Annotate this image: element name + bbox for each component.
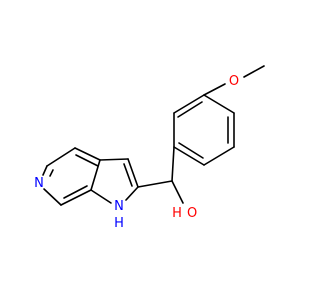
bond-carbinol-pyrrole [137, 180, 173, 188]
bond-pyrrole-n1-c2 [125, 186, 139, 201]
bond-benzene-6 [203, 94, 235, 114]
bond-pyridine-c5-n6 [42, 165, 48, 176]
atom-pyridine-nitrogen: N [34, 176, 44, 191]
bond-pyridine-c3a-c4 [74, 147, 101, 161]
atom-pyrrole-nitrogen: N [114, 199, 124, 214]
molecule-structure: O N N H O H [34, 65, 265, 231]
bond-benzene-3 [173, 146, 205, 166]
bond-benzene-1-inner [177, 101, 203, 118]
bond-methyl-o [243, 65, 265, 78]
bond-benzene-4 [203, 146, 235, 166]
atom-pyrrole-hydrogen: H [114, 216, 124, 231]
bonds [42, 65, 265, 206]
bond-aryl-carbinol [171, 146, 175, 182]
bond-pyridine-c7-c7a [60, 189, 92, 206]
bond-benzene-1 [173, 94, 205, 114]
bond-benzene-3-inner [178, 142, 204, 159]
atom-hydroxyl-hydrogen: H [172, 206, 182, 221]
bond-pyridine-c4-c5 [46, 147, 76, 167]
bond-pyrrole-c3a-c7a [90, 159, 101, 191]
bond-pyrrole-c2-c3 [127, 158, 139, 188]
bond-pyridine-c5-n6-inner [49, 169, 54, 177]
bond-pyridine-n6-c7 [43, 188, 62, 206]
atom-hydroxyl-oxygen: O [187, 206, 197, 221]
bond-pyridine-c3a-c4-inner [75, 154, 99, 167]
bond-pyrrole-c7a-n1 [90, 189, 112, 204]
bond-o-aryl [203, 83, 226, 96]
bond-pyrrole-c2-c3-inner [123, 163, 133, 187]
bond-pyrrole-c3-c3a [99, 158, 129, 161]
atom-labels: O N N H O H [34, 74, 239, 231]
bond-pyridine-c7-c7a-inner [63, 185, 88, 199]
atom-methoxy-oxygen: O [229, 74, 239, 89]
bond-carbinol-oh [171, 180, 184, 204]
